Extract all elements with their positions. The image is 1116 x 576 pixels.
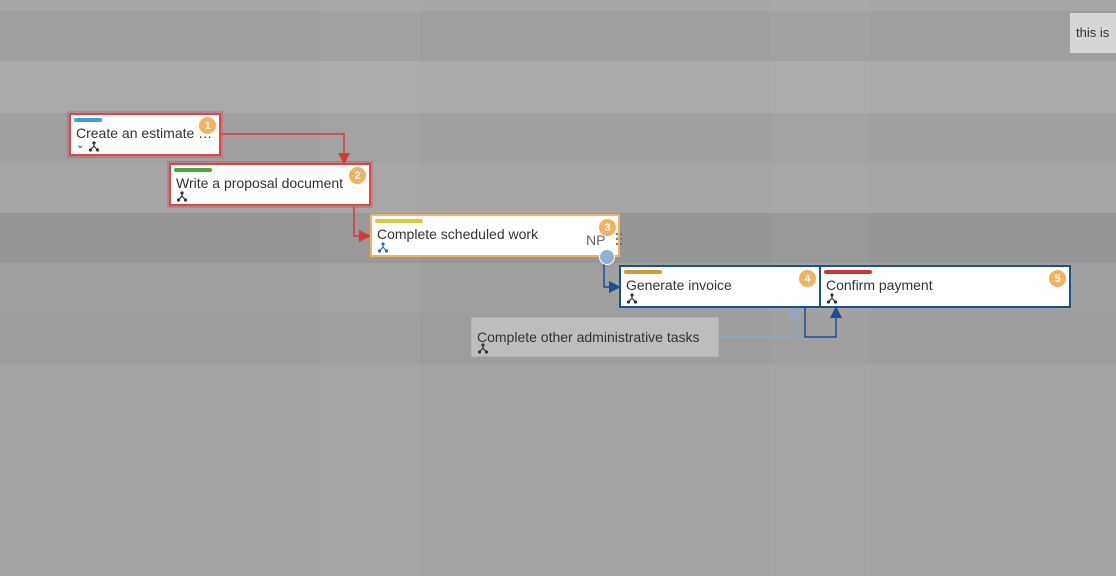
task-color-bar bbox=[624, 270, 662, 274]
link-4-5 bbox=[804, 306, 842, 338]
subtask-tree-icon bbox=[89, 141, 100, 152]
subtask-tree-icon bbox=[176, 191, 188, 202]
task-color-bar bbox=[824, 270, 872, 274]
chevron-down-icon[interactable]: ⌄ bbox=[76, 140, 85, 151]
task-color-bar bbox=[74, 118, 102, 122]
task-label: Write a proposal document bbox=[176, 175, 344, 191]
task-number-badge: 2 bbox=[349, 167, 366, 184]
task-label: Create an estimate … bbox=[76, 125, 212, 141]
subtask-tree-icon bbox=[477, 343, 489, 354]
task-number-badge: 1 bbox=[199, 117, 216, 134]
task-bar-complete-scheduled-work[interactable]: Complete scheduled work bbox=[370, 214, 620, 257]
task-number-badge: 3 bbox=[599, 219, 616, 236]
link-connector-handle[interactable] bbox=[599, 249, 615, 265]
drag-handle-icon[interactable] bbox=[615, 232, 623, 246]
task-number-badge: 5 bbox=[1049, 270, 1066, 287]
row-band bbox=[0, 365, 1116, 576]
task-bar-other-admin-tasks[interactable]: Complete other administrative tasks bbox=[471, 317, 719, 357]
link-2-3 bbox=[353, 207, 371, 242]
tooltip: this is bbox=[1070, 13, 1116, 53]
subtask-tree-icon bbox=[626, 293, 638, 304]
link-6-4 bbox=[719, 306, 800, 338]
task-label: Confirm payment bbox=[826, 277, 933, 293]
row-band bbox=[0, 11, 1116, 61]
subtask-tree-icon bbox=[377, 242, 389, 253]
subtask-tree-icon bbox=[826, 293, 838, 304]
task-bar-write-proposal[interactable]: Write a proposal document bbox=[167, 161, 373, 208]
link-1-2 bbox=[221, 133, 350, 165]
row-band bbox=[0, 0, 1116, 11]
task-bar-confirm-payment[interactable]: Confirm payment bbox=[819, 265, 1071, 308]
row-band bbox=[0, 61, 1116, 113]
task-label: Generate invoice bbox=[626, 277, 732, 293]
task-color-bar bbox=[174, 168, 212, 172]
task-label: Complete other administrative tasks bbox=[477, 329, 700, 345]
task-label: Complete scheduled work bbox=[377, 226, 539, 242]
task-bar-create-estimate[interactable]: Create an estimate … ⌄ bbox=[67, 111, 223, 158]
assignee-initials: NP bbox=[586, 232, 606, 248]
link-3-4 bbox=[603, 257, 621, 293]
task-number-badge: 4 bbox=[799, 270, 816, 287]
task-bar-generate-invoice[interactable]: Generate invoice bbox=[619, 265, 821, 308]
task-color-bar bbox=[375, 219, 423, 223]
